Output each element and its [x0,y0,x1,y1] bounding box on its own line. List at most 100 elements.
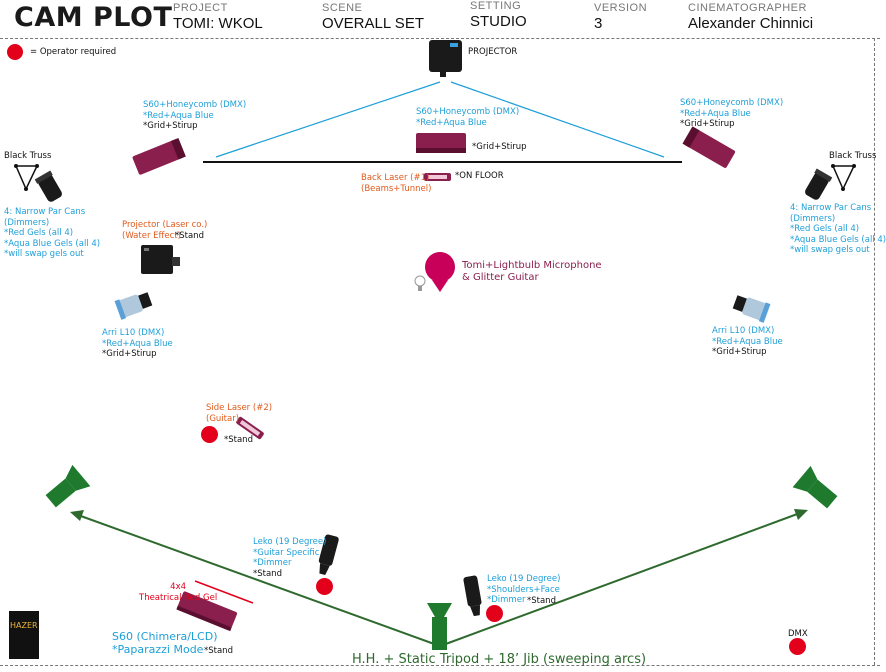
parcans-left-line-2: (Dimmers) [4,217,50,228]
back-laser-line-1: Back Laser (#1) [361,173,430,183]
parcans-left-line-5: *will swap gels out [4,249,84,259]
cinematographer-key: CINEMATOGRAPHER [688,2,807,14]
honeycomb-right-line-1: S60+Honeycomb (DMX) [680,98,784,108]
s60-chimera-label: S60 (Chimera/LCD) *Paparazzi Mode [112,630,218,656]
back-laser-icon [424,173,451,181]
operator-dot-side-laser [201,426,218,443]
hazer-label: HAZER [10,621,38,630]
leko-right-label: Leko (19 Degree) *Shoulders+Face *Dimmer [487,574,560,606]
honeycomb-center-label: S60+Honeycomb (DMX) *Red+Aqua Blue [416,107,519,128]
page-title: CAM PLOT [14,2,173,33]
operator-required-icon [7,44,23,60]
parcan-right-icon [805,168,833,200]
parcans-left-line-4: *Aqua Blue Gels (all 4) [4,238,101,249]
honeycomb-right-line-2: *Red+Aqua Blue [680,108,751,119]
arrow-left-icon [70,510,84,521]
scene-value: OVERALL SET [322,15,424,32]
camera-caption: H.H. + Static Tripod + 18’ Jib (sweeping… [352,652,647,667]
leko-left-line-4: *Stand [253,568,282,579]
honeycomb-center-line-1: S60+Honeycomb (DMX) [416,107,520,117]
operator-dot-leko-right [486,605,503,622]
operator-dot-leko-left [316,578,333,595]
leko-left-line-1: Leko (19 Degree) [253,537,327,547]
honeycomb-center-icon [416,133,466,153]
version-key: VERSION [594,2,648,14]
arri-right-line-3: *Grid+Stirup [712,347,767,357]
laser-projector-note: *Stand [175,231,204,241]
leko-left-label: Leko (19 Degree) *Guitar Specific *Dimme… [253,537,326,579]
version-value: 3 [594,15,603,32]
arri-left-line-1: Arri L10 (DMX) [102,328,165,338]
parcans-right-label: 4: Narrow Par Cans (Dimmers) *Red Gels (… [790,203,886,256]
top-divider [0,38,880,39]
red-gel-line [194,580,254,604]
microphone-label: Tomi+Lightbulb Microphone & Glitter Guit… [462,260,602,284]
header-bar: CAM PLOT PROJECT TOMI: WKOL SCENE OVERAL… [0,0,880,38]
s60-chimera-line-2: *Paparazzi Mode [112,643,204,656]
hazer-box: HAZER [9,611,39,659]
side-laser-icon [236,416,264,440]
camera-right-icon [792,465,838,509]
honeycomb-right-icon [682,126,736,168]
parcans-right-line-1: 4: Narrow Par Cans [790,203,872,213]
arri-right-label: Arri L10 (DMX) *Red+Aqua Blue *Grid+Stir… [712,326,783,358]
side-laser-note: *Stand [224,435,253,445]
back-laser-label: Back Laser (#1) (Beams+Tunnel) [361,173,431,194]
s60-chimera-icon [176,591,238,632]
parcan-left-icon [34,170,62,202]
honeycomb-left-icon [132,137,186,175]
bottom-divider [0,665,880,666]
leko-right-note: *Stand [527,596,556,606]
projector-beam-right [450,81,665,158]
camera-left-icon [45,464,91,508]
leko-right-line-3: *Dimmer [487,595,526,605]
arri-left-line-3: *Grid+Stirup [102,349,157,359]
setting-value: STUDIO [470,13,527,30]
dmx-label: DMX [788,629,808,639]
red-gel-line-2: Theatrical Red Gel [139,592,218,603]
s60-chimera-note: *Stand [204,646,233,656]
leko-right-line-1: Leko (19 Degree) [487,574,561,584]
honeycomb-center-line-2: *Red+Aqua Blue [416,117,487,128]
side-laser-label: Side Laser (#2) (Guitar) [206,403,272,424]
arri-left-label: Arri L10 (DMX) *Red+Aqua Blue *Grid+Stir… [102,328,173,360]
honeycomb-right-label: S60+Honeycomb (DMX) *Red+Aqua Blue *Grid… [680,98,783,130]
camera-arc-left [77,514,438,646]
leko-left-line-2: *Guitar Specific [253,547,320,558]
project-key: PROJECT [173,2,228,14]
side-laser-line-2: (Guitar) [206,413,240,424]
arrow-right-icon [794,509,808,520]
cinematographer-value: Alexander Chinnici [688,15,814,32]
red-gel-line-1: 4x4 [170,582,187,592]
right-divider [874,38,875,665]
back-laser-note: *ON FLOOR [455,171,504,181]
leko-left-line-3: *Dimmer [253,558,292,568]
truss-right-label: Black Truss [829,151,877,161]
parcans-left-line-1: 4: Narrow Par Cans [4,207,86,217]
leko-right-line-2: *Shoulders+Face [487,584,560,595]
truss-left-label: Black Truss [4,151,52,161]
parcans-right-line-3: *Red Gels (all 4) [790,224,860,234]
red-gel-label: 4x4 Theatrical Red Gel [139,582,217,603]
parcans-right-line-4: *Aqua Blue Gels (all 4) [790,234,886,245]
microphone-icon [414,252,455,292]
laser-projector-line-1: Projector (Laser co.) [122,220,208,230]
truss-left-icon [14,164,39,191]
scene-key: SCENE [322,2,363,14]
parcans-right-line-2: (Dimmers) [790,213,836,224]
arri-left-icon [114,292,153,320]
honeycomb-right-line-3: *Grid+Stirup [680,119,735,129]
laser-projector-line-2: (Water Effect) [122,230,181,241]
arri-right-line-1: Arri L10 (DMX) [712,326,775,336]
parcans-left-line-3: *Red Gels (all 4) [4,228,74,238]
honeycomb-left-line-2: *Red+Aqua Blue [143,110,214,121]
honeycomb-center-note: *Grid+Stirup [472,142,527,152]
honeycomb-left-line-1: S60+Honeycomb (DMX) [143,100,247,110]
leko-left-icon [318,534,339,576]
honeycomb-left-line-3: *Grid+Stirup [143,121,198,131]
camera-center-icon [427,603,452,650]
microphone-line-1: Tomi+Lightbulb Microphone [462,260,602,271]
honeycomb-left-label: S60+Honeycomb (DMX) *Red+Aqua Blue *Grid… [143,100,246,132]
back-laser-line-2: (Beams+Tunnel) [361,183,432,194]
